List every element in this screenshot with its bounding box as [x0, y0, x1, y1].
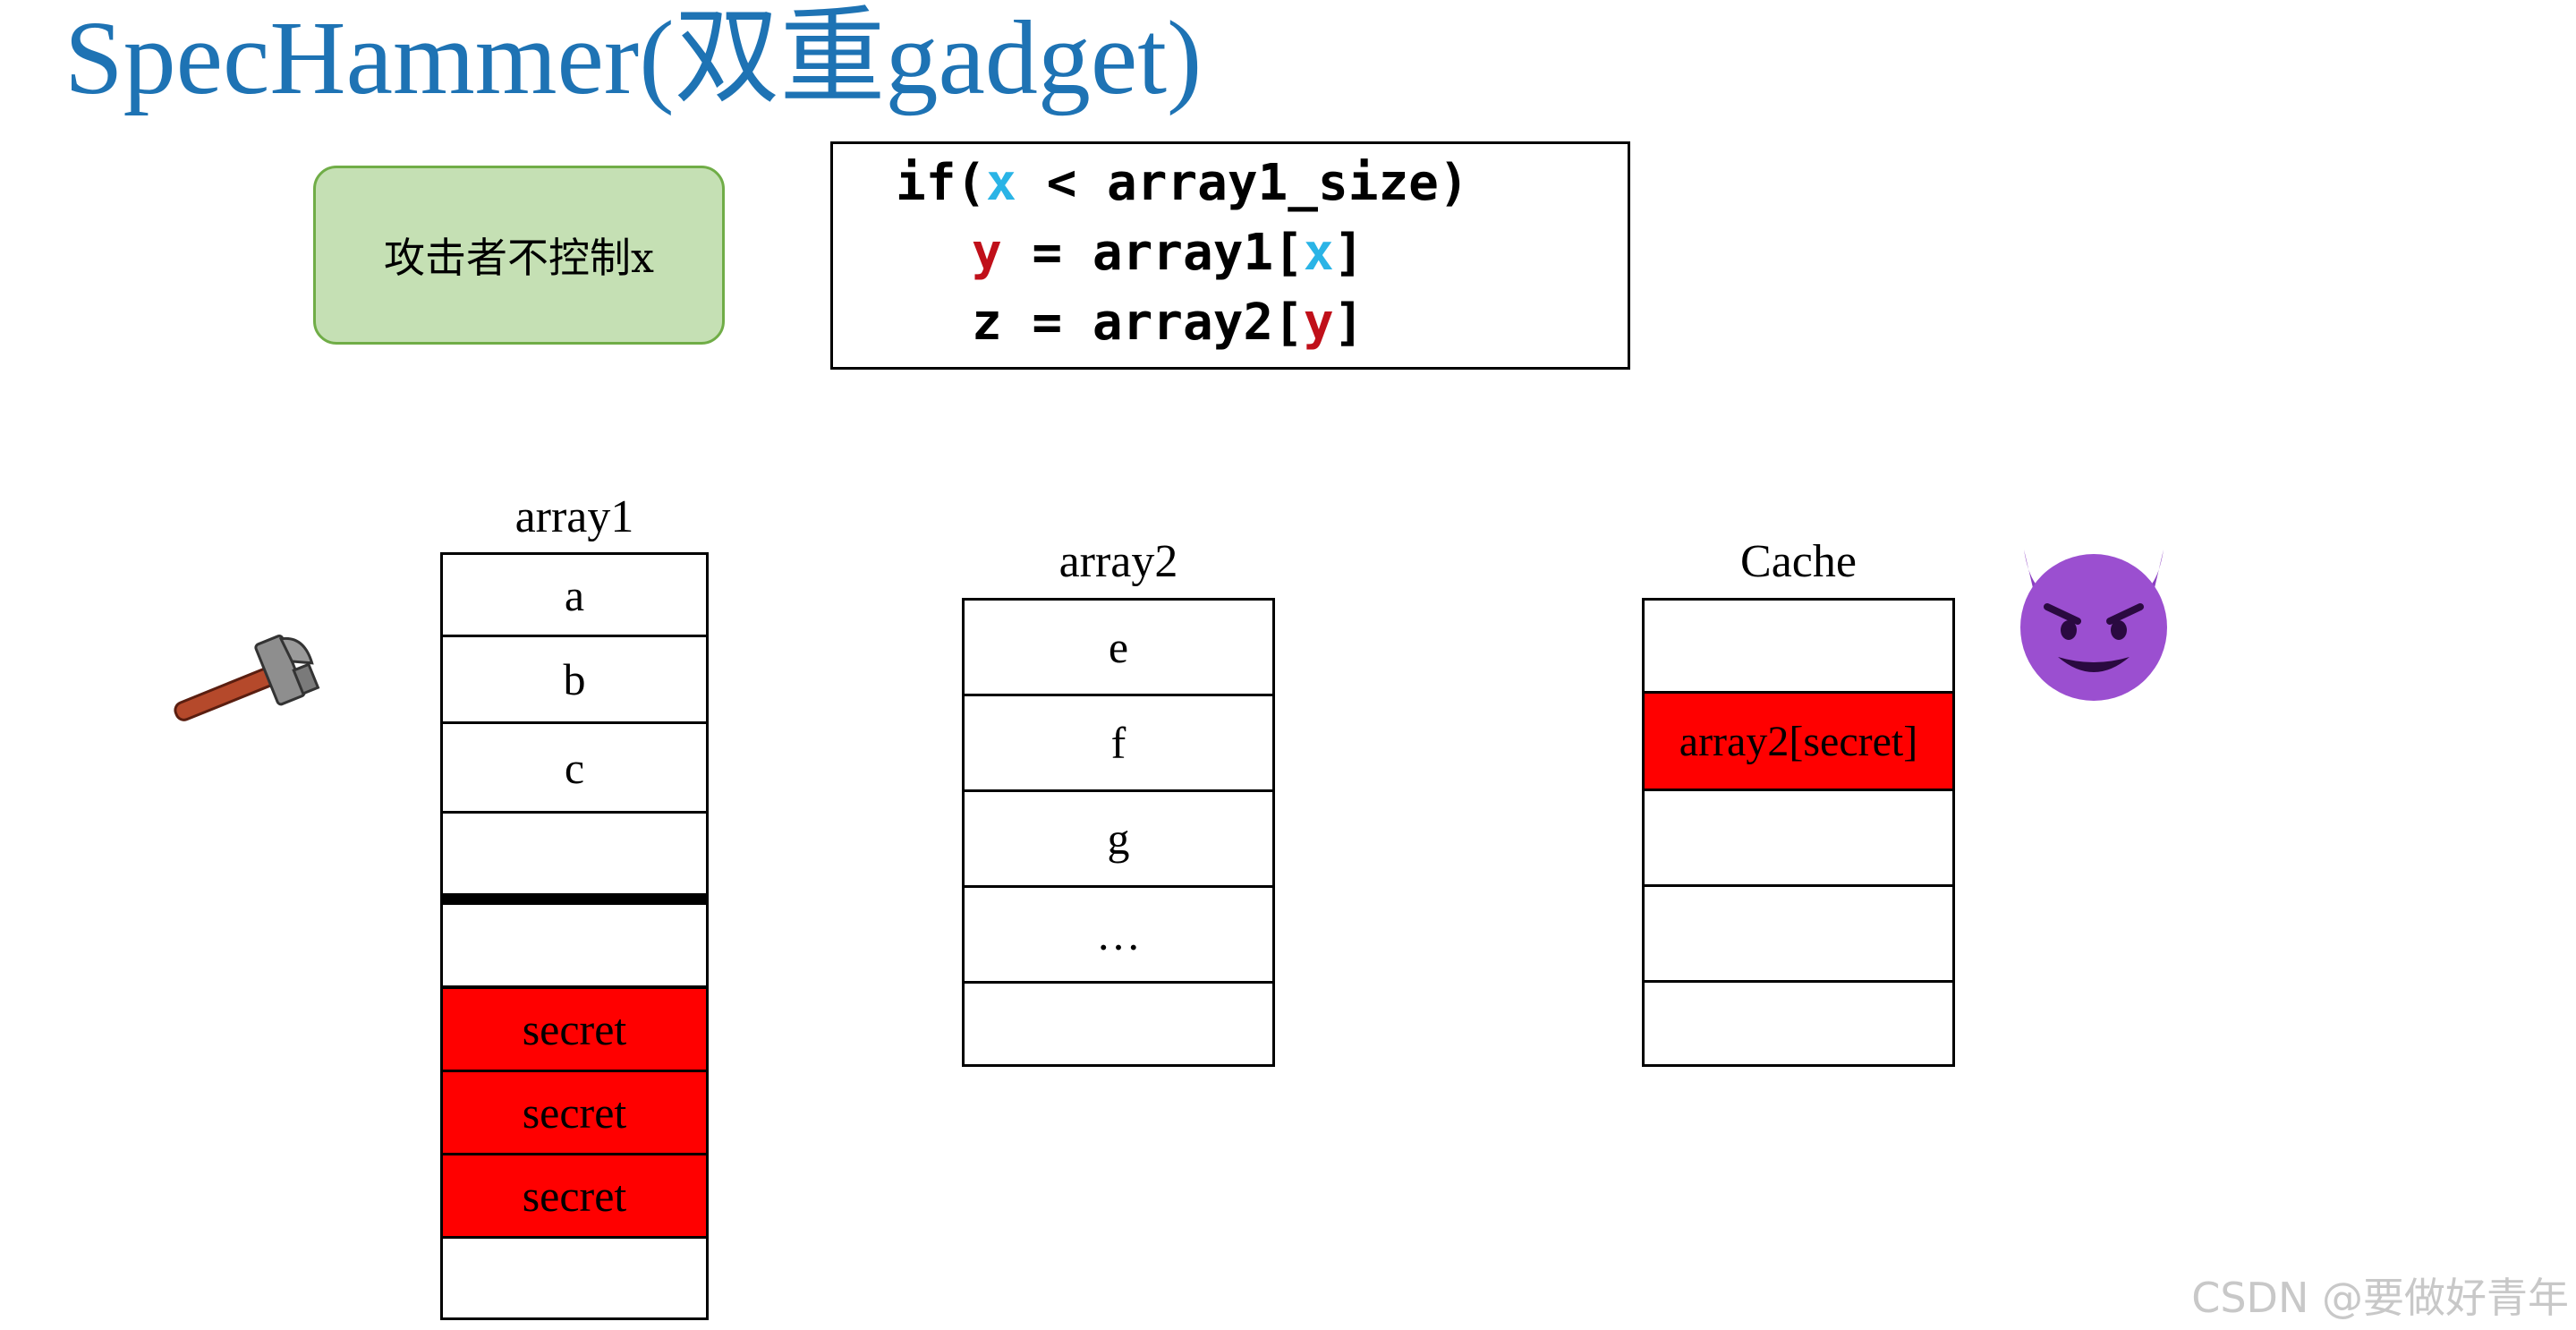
smiling-devil-icon: [2020, 550, 2167, 701]
cache-line: [1642, 598, 1955, 694]
array1-cell: [440, 1236, 709, 1320]
array2-cell: g: [962, 789, 1275, 888]
array1-secret-cell: secret: [440, 1153, 709, 1239]
cache-label: Cache: [1740, 536, 1857, 587]
array2-cell: f: [962, 694, 1275, 792]
array1-cell: a: [440, 552, 709, 637]
note-text: 攻击者不控制x: [384, 234, 654, 282]
watermark: CSDN @要做好青年: [2191, 1274, 2569, 1322]
array2-cell: [962, 981, 1275, 1067]
array1-secret-cell: secret: [440, 986, 709, 1072]
array2-label: array2: [1058, 536, 1178, 587]
code-line-1: if(x < array1_size): [896, 154, 1469, 212]
array2-cell: e: [962, 598, 1275, 696]
page-title: SpecHammer(双重gadget): [64, 0, 1203, 116]
cache-line: [1642, 980, 1955, 1067]
cache-line: [1642, 789, 1955, 887]
code-box: if(x < array1_size) y = array1[x] z = ar…: [830, 141, 1630, 370]
array1-cell: [440, 902, 709, 988]
cache-line-hit: array2[secret]: [1642, 691, 1955, 791]
code-line-2: y = array1[x]: [972, 224, 1365, 282]
array1-secret-cell: secret: [440, 1070, 709, 1155]
hammer-icon: [174, 635, 320, 721]
note-box: 攻击者不控制x: [313, 166, 725, 345]
code-line-3: z = array2[y]: [972, 294, 1365, 352]
array1-label: array1: [514, 491, 634, 542]
array2-cell: …: [962, 885, 1275, 984]
array1-cell: c: [440, 721, 709, 814]
array-bounds-line: [440, 893, 709, 904]
cache-line: [1642, 884, 1955, 983]
array1-cell: [440, 811, 709, 901]
array1-cell: b: [440, 635, 709, 724]
